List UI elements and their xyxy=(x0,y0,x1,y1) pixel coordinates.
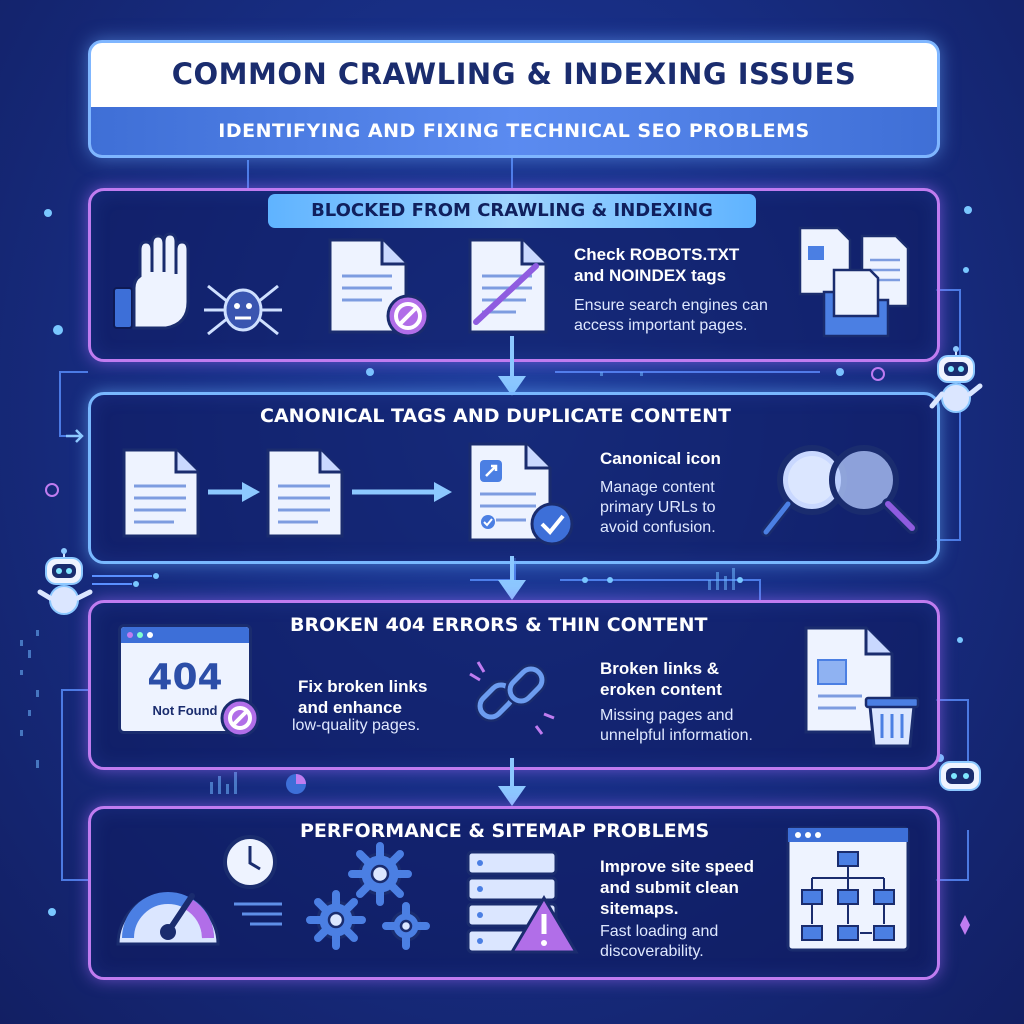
header-banner: COMMON CRAWLING & INDEXING ISSUES IDENTI… xyxy=(88,40,940,158)
window-titlebar xyxy=(121,627,249,643)
server-warning-icon xyxy=(466,850,579,954)
canonical-document-icon xyxy=(468,442,574,546)
gears-icon xyxy=(306,842,430,950)
speedometer-icon xyxy=(116,892,220,946)
hand-stop-icon xyxy=(113,232,190,330)
section-canonical-title: CANONICAL TAGS AND DUPLICATE CONTENT xyxy=(260,405,731,427)
arrow-right-1-icon xyxy=(208,482,260,502)
duplicate-document-2-icon xyxy=(266,448,344,538)
error-code: 404 xyxy=(147,657,223,698)
arrow-right-2-icon xyxy=(352,482,452,502)
robot-right-icon xyxy=(929,346,983,413)
performance-description: Fast loading and discoverability. xyxy=(600,923,719,960)
blocked-description: Ensure search engines can access importa… xyxy=(574,297,768,334)
broken-link-icon xyxy=(469,661,555,735)
blocked-heading: Check ROBOTS.TXT and NOINDEX tags xyxy=(574,245,740,285)
canonical-description: Manage content primary URLs to avoid con… xyxy=(600,479,716,536)
document-trash-icon xyxy=(804,626,920,748)
broken-heading: Broken links & eroken content xyxy=(600,659,722,699)
spider-bot-icon xyxy=(204,284,282,336)
clock-icon xyxy=(223,835,277,889)
blocked-document-icon xyxy=(328,238,430,338)
robot-bottom-right-icon xyxy=(939,761,981,791)
left-entry-arrow-icon xyxy=(66,429,84,443)
broken-description: Missing pages and unnelpful information. xyxy=(600,707,753,744)
documents-folder-icon xyxy=(798,226,910,338)
robot-left-icon xyxy=(37,548,93,615)
prohibited-icon xyxy=(220,698,260,738)
section-blocked-title: BLOCKED FROM CRAWLING & INDEXING xyxy=(268,194,756,228)
sitemap-window-icon xyxy=(786,826,910,952)
fix-description: low-quality pages. xyxy=(292,717,421,734)
down-arrow-2-icon xyxy=(498,556,526,600)
down-arrow-1-icon xyxy=(498,336,526,396)
error-label: Not Found xyxy=(152,703,218,718)
section-performance-title: PERFORMANCE & SITEMAP PROBLEMS xyxy=(300,820,710,842)
window-dots xyxy=(127,632,157,638)
section-broken-404-title: BROKEN 404 ERRORS & THIN CONTENT xyxy=(290,614,708,636)
robot-left-connector xyxy=(92,573,159,587)
speed-lines-icon xyxy=(234,902,282,926)
down-arrow-3-icon xyxy=(498,758,526,806)
noindex-document-icon xyxy=(468,238,548,334)
page-title: COMMON CRAWLING & INDEXING ISSUES xyxy=(171,57,857,91)
performance-heading: Improve site speed and submit clean site… xyxy=(600,857,755,918)
duplicate-document-1-icon xyxy=(122,448,200,538)
fix-heading: Fix broken links and enhance xyxy=(298,677,428,717)
page-subtitle: IDENTIFYING AND FIXING TECHNICAL SEO PRO… xyxy=(91,107,937,155)
pie-chart-icon xyxy=(286,774,306,794)
magnifying-glasses-icon xyxy=(761,445,918,537)
canonical-heading: Canonical icon xyxy=(600,449,721,468)
